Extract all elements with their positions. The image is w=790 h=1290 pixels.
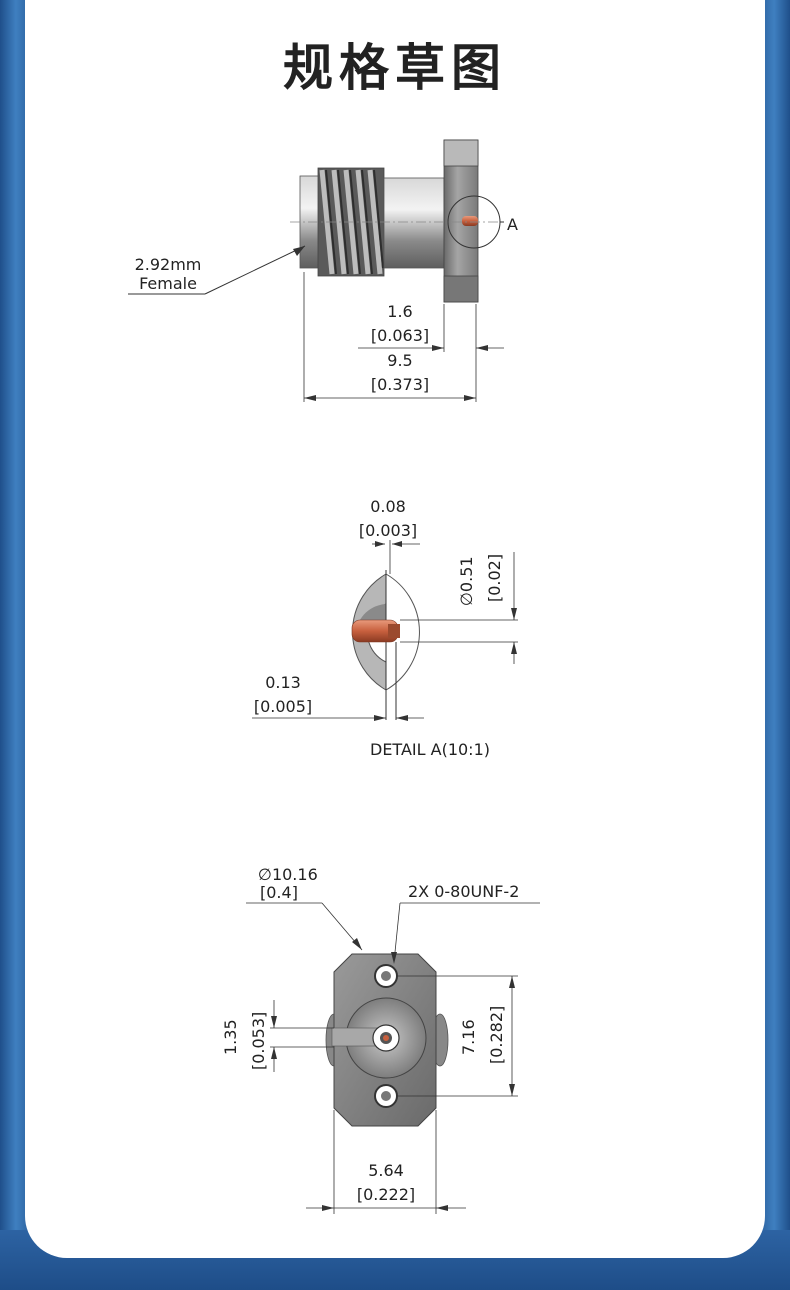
flange-thickness-dimension: 1.6 [0.063] bbox=[358, 302, 504, 351]
flange-thickness-in: [0.063] bbox=[371, 326, 429, 345]
overall-length-dimension: 9.5 [0.373] bbox=[304, 351, 476, 401]
overall-length-mm: 9.5 bbox=[387, 351, 412, 370]
pin-gap-in: [0.003] bbox=[359, 521, 417, 540]
flange-thickness-mm: 1.6 bbox=[387, 302, 412, 321]
insulator-step-in: [0.005] bbox=[254, 697, 312, 716]
hole-spacing-dimension: 7.16 [0.282] bbox=[398, 975, 518, 1097]
flange-width-in: [0.222] bbox=[357, 1185, 415, 1204]
connector-type-label: 2.92mm bbox=[135, 255, 202, 274]
flange-diameter-mm: ∅10.16 bbox=[258, 865, 318, 884]
connector-gender-label: Female bbox=[139, 274, 197, 293]
pin-offset-dimension: 1.35 [0.053] bbox=[221, 1000, 334, 1072]
pin-offset-in: [0.053] bbox=[249, 1012, 268, 1070]
detail-callout-label: A bbox=[507, 215, 518, 234]
page-title: 规格草图 bbox=[283, 39, 507, 97]
overall-length-in: [0.373] bbox=[371, 375, 429, 394]
pin-gap-mm: 0.08 bbox=[370, 497, 406, 516]
flange-diameter-dimension: ∅10.16 [0.4] bbox=[246, 865, 363, 951]
side-view: A 2.92mm Female 1.6 [0.063] 9.5 [0.373] bbox=[128, 139, 518, 402]
detail-caption: DETAIL A(10:1) bbox=[370, 740, 490, 759]
pin-diameter-in: [0.02] bbox=[485, 554, 504, 602]
insulator-step-dimension: 0.13 [0.005] bbox=[252, 673, 424, 721]
detail-section-white bbox=[385, 573, 420, 691]
insulator-step-mm: 0.13 bbox=[265, 673, 301, 692]
connector-side-body bbox=[299, 139, 479, 303]
hole-spacing-mm: 7.16 bbox=[459, 1019, 478, 1055]
pin-diameter-mm: ∅0.51 bbox=[457, 556, 476, 606]
pin-offset-mm: 1.35 bbox=[221, 1019, 240, 1055]
flange-diameter-in: [0.4] bbox=[260, 883, 298, 902]
flange-width-dimension: 5.64 [0.222] bbox=[306, 1110, 466, 1214]
pin-diameter-dimension: ∅0.51 [0.02] bbox=[400, 552, 518, 664]
flange-width-mm: 5.64 bbox=[368, 1161, 404, 1180]
pin-gap-dimension: 0.08 [0.003] bbox=[359, 497, 420, 547]
detail-view: 0.08 [0.003] ∅0.51 [0.02] 0.13 [0.005] D… bbox=[252, 497, 518, 759]
thread-spec: 2X 0-80UNF-2 bbox=[408, 882, 519, 901]
front-view: ∅10.16 [0.4] 2X 0-80UNF-2 1.35 [0.053] bbox=[221, 865, 540, 1214]
hole-spacing-in: [0.282] bbox=[487, 1006, 506, 1064]
thread-callout: 2X 0-80UNF-2 bbox=[391, 882, 540, 964]
